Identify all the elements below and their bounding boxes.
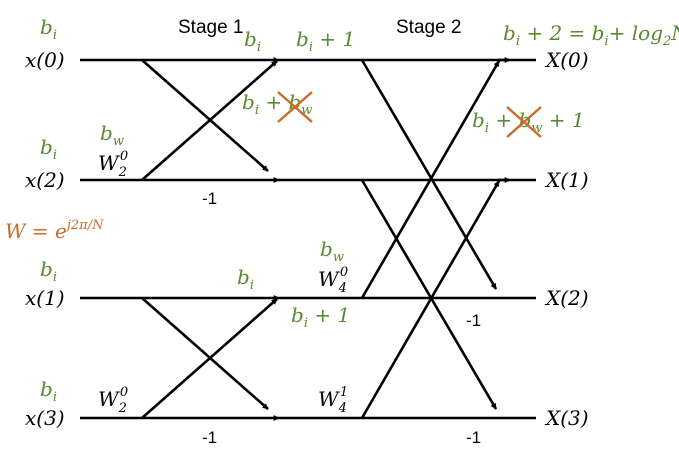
bitwidth-input-x1: bi bbox=[40, 257, 57, 285]
bitwidth-input-x3: bi bbox=[40, 377, 57, 405]
neg-one-stage1-bottom: -1 bbox=[202, 428, 217, 447]
twiddle-w4-0: W40 bbox=[318, 265, 348, 296]
bitwidth-stage1-product-removed: bi + bw bbox=[242, 90, 312, 118]
input-x1: x(1) bbox=[25, 286, 65, 310]
stage1-cross-c bbox=[141, 297, 269, 410]
input-x2: x(2) bbox=[25, 168, 65, 192]
bitwidth-twiddle-w4: bw bbox=[320, 237, 344, 265]
twiddle-w2-bottom: W20 bbox=[98, 385, 128, 416]
input-x0: x(0) bbox=[25, 48, 65, 72]
stage2-cross-2to0 bbox=[360, 60, 501, 299]
bitwidth-twiddle-w2-top: bw bbox=[100, 121, 124, 149]
twiddle-definition: W = ej2π/N bbox=[5, 218, 104, 243]
output-X3: X(3) bbox=[544, 406, 589, 430]
input-x3: x(3) bbox=[25, 406, 65, 430]
stage1-title: Stage 1 bbox=[178, 17, 244, 38]
bitwidth-stage1-row0-out: bi + 1 bbox=[296, 27, 355, 55]
output-X1: X(1) bbox=[544, 168, 589, 192]
stage1-butterflies bbox=[141, 59, 278, 419]
stage2-cross-1to3 bbox=[360, 179, 498, 410]
neg-one-stage2-x2: -1 bbox=[466, 311, 481, 330]
bitwidth-stage1-node2: bi bbox=[237, 265, 254, 293]
twiddle-w4-1: W41 bbox=[318, 385, 348, 416]
neg-one-stage1-top: -1 bbox=[202, 189, 217, 208]
stage1-cross-a bbox=[141, 59, 269, 172]
output-X0: X(0) bbox=[544, 48, 589, 72]
stage1-cross-b bbox=[141, 60, 278, 181]
removed-mark-stage1 bbox=[277, 91, 313, 123]
bitwidth-input-x2: bi bbox=[40, 135, 57, 163]
neg-one-stage2-x3: -1 bbox=[466, 428, 481, 447]
stage2-cross-0to2 bbox=[360, 59, 498, 290]
stage2-title: Stage 2 bbox=[396, 17, 462, 38]
bitwidth-input-x0: bi bbox=[40, 15, 57, 43]
removed-mark-stage2 bbox=[506, 106, 542, 138]
bitwidth-stage1-node0: bi bbox=[244, 27, 261, 55]
stage1-cross-d bbox=[141, 298, 278, 419]
bitwidth-stage1-row2-out: bi + 1 bbox=[291, 303, 350, 331]
twiddle-w2-top: W20 bbox=[98, 149, 128, 180]
bitwidth-stage2-product-removed: bi + bw + 1 bbox=[472, 108, 585, 136]
output-X2: X(2) bbox=[544, 286, 589, 310]
stage2-butterflies bbox=[360, 59, 501, 419]
bitwidth-output-formula: bi + 2 = bi+ log2N bbox=[503, 21, 679, 49]
signal-wires bbox=[80, 57, 536, 421]
stage2-cross-3to1 bbox=[360, 180, 501, 419]
